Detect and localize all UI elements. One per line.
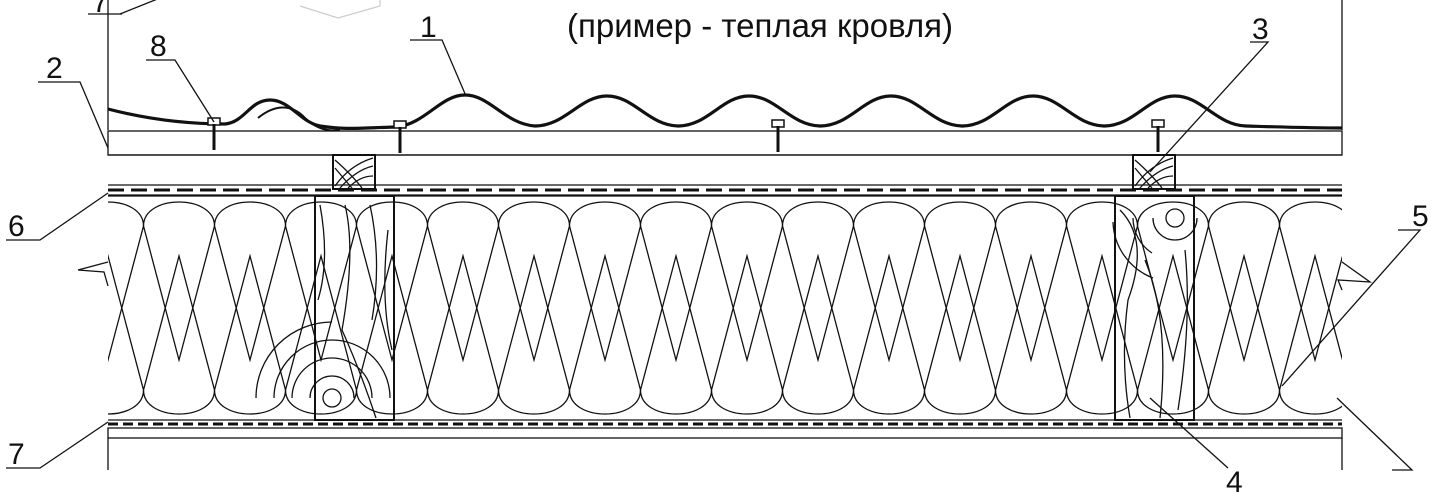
break-mark-right xyxy=(1337,261,1373,291)
insulation-loop xyxy=(1278,201,1342,363)
rafter-left xyxy=(255,195,395,421)
insulation-loop xyxy=(1278,253,1342,415)
callout-8: 8 xyxy=(150,30,167,63)
rafter-right xyxy=(1112,195,1198,421)
inner-lining xyxy=(107,427,1343,439)
callout-3: 3 xyxy=(1252,13,1269,46)
corner-fragment: 7 xyxy=(88,0,381,19)
break-mark-left xyxy=(77,261,109,287)
callout-4: 4 xyxy=(1226,466,1243,497)
callout-7: 7 xyxy=(8,438,25,471)
counter-batten-left xyxy=(332,154,376,190)
callout-5: 5 xyxy=(1412,200,1429,233)
callout-6: 6 xyxy=(8,210,25,243)
insulation-layer xyxy=(108,195,1422,421)
corner-fragment-label: 7 xyxy=(92,0,109,19)
leader-lines xyxy=(6,39,1422,471)
screw-head xyxy=(771,119,785,128)
insulation-loop xyxy=(1351,256,1422,414)
screw-head xyxy=(1151,119,1165,128)
roofing-sheet xyxy=(107,93,1343,132)
diagram-title: (пример - теплая кровля) xyxy=(567,7,953,44)
screw-head xyxy=(393,120,407,129)
counter-batten-right xyxy=(1132,154,1176,190)
callout-2: 2 xyxy=(46,52,63,85)
self-tapping-screws xyxy=(207,117,1165,153)
callout-1: 1 xyxy=(420,11,437,44)
